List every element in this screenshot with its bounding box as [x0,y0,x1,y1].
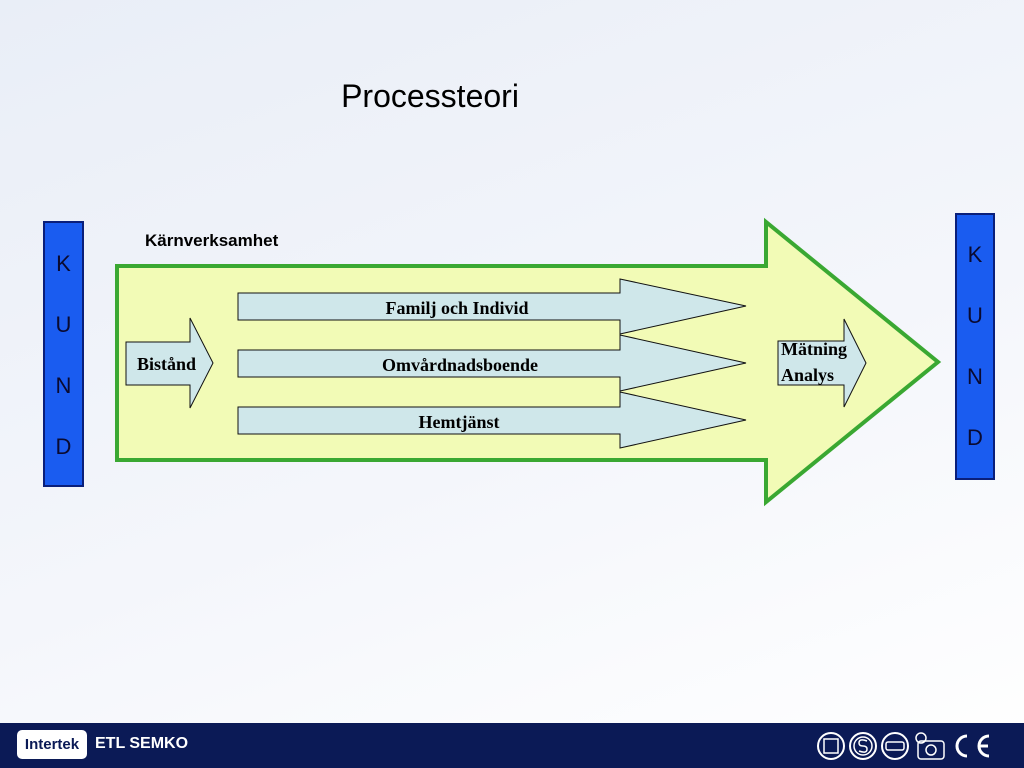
kund-letter: N [55,372,72,398]
gs-mark-icon [915,732,945,760]
kund-box-right: K U N D [955,213,995,480]
core-process-label: Kärnverksamhet [145,231,279,250]
etl-mark-icon [817,732,845,760]
output-label-analys: Analys [781,365,834,385]
footer-bar: Intertek ETL SEMKO [0,723,1024,768]
kund-letter: K [56,250,71,276]
etl-semko-label: ETL SEMKO [95,735,189,752]
process-arrow-hemtjanst: Hemtjänst [237,391,747,449]
input-arrow-bistand: Bistånd [125,317,214,409]
process-arrow-omvardnadsboende: Omvårdnadsboende [237,334,747,392]
kund-letter: D [967,424,983,450]
kund-letter: N [967,363,983,389]
nemko-mark-icon [881,732,909,760]
slide-title: Processteori [341,78,519,114]
output-arrow-matning-analys: Mätning Analys [777,318,867,408]
process-label-omvardnadsboende: Omvårdnadsboende [382,355,538,375]
s-mark-icon [849,732,877,760]
kund-box-left: K U N D [43,221,84,487]
input-label-bistand: Bistånd [137,354,196,374]
process-diagram: Hemtjänst Omvårdnadsboende Familj och In… [115,217,942,507]
kund-letter: U [967,302,983,328]
output-label-matning: Mätning [781,339,847,359]
process-label-hemtjanst: Hemtjänst [419,412,500,432]
kund-letter: D [55,433,72,459]
process-arrow-familj-och-individ: Familj och Individ [237,278,747,335]
certification-marks [817,732,990,760]
ce-mark-icon [955,734,990,758]
intertek-logo: Intertek [17,730,87,759]
kund-letter: U [55,311,72,337]
kund-letter: K [967,241,983,267]
process-label-familj-och-individ: Familj och Individ [385,298,528,318]
